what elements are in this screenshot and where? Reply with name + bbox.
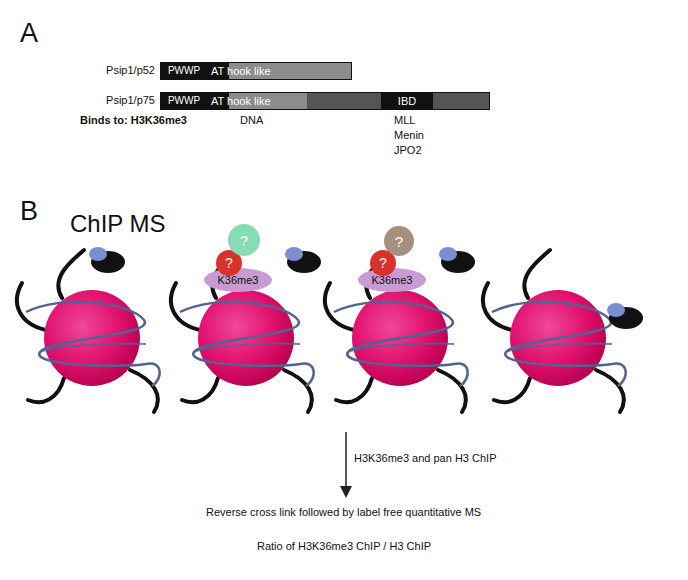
binding-label: Binds to: H3K36me3 xyxy=(80,114,187,126)
protein-name: Psip1/p52 xyxy=(106,64,155,76)
domain-segment: PWWP xyxy=(161,63,207,79)
node-text: ? xyxy=(240,233,248,248)
node-text: ? xyxy=(395,234,403,249)
node-text: IBD xyxy=(398,96,416,107)
binding-label: JPO2 xyxy=(394,144,422,156)
protein-bar: Psip1/p75PWWPAT hook likeIBD xyxy=(160,92,490,110)
node-text: PWWP xyxy=(168,96,200,106)
unknown-protein: ? xyxy=(228,224,260,256)
section-title: ChIP MS xyxy=(70,210,166,238)
domain-segment: IBD xyxy=(381,93,433,109)
node-text: AT hook like xyxy=(211,66,271,77)
domain-segment: PWWP xyxy=(161,93,207,109)
node-text: AT hook like xyxy=(211,96,271,107)
step-label: Reverse cross link followed by label fre… xyxy=(206,506,481,518)
binding-label: Menin xyxy=(394,129,424,141)
step-label: H3K36me3 and pan H3 ChIP xyxy=(354,452,496,464)
domain-segment: AT hook like xyxy=(207,63,351,79)
unknown-protein: ? xyxy=(384,226,414,256)
node-text: K36me3 xyxy=(218,275,259,286)
protein-bar: Psip1/p52PWWPAT hook like xyxy=(160,62,352,80)
node-text: K36me3 xyxy=(372,275,413,286)
domain-segment: AT hook like xyxy=(207,93,307,109)
node-text: ? xyxy=(225,256,233,270)
panel-letter: A xyxy=(20,18,38,49)
step-label: Ratio of H3K36me3 ChIP / H3 ChIP xyxy=(257,540,431,552)
node-text: ? xyxy=(379,256,387,270)
protein-name: Psip1/p75 xyxy=(106,94,155,106)
node-text: PWWP xyxy=(168,66,200,76)
binding-label: MLL xyxy=(394,114,415,126)
binding-label: DNA xyxy=(240,114,263,126)
panel-letter: B xyxy=(20,196,38,227)
